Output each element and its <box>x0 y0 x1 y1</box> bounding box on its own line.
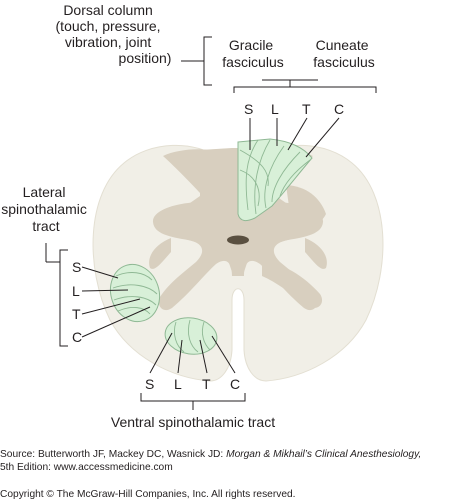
lateral-letter-c: C <box>72 329 82 345</box>
dorsal-letter-c: C <box>334 101 344 117</box>
dorsal-letter-l: L <box>271 101 279 117</box>
source-title: Morgan & Mikhail’s Clinical Anesthesiolo… <box>226 449 422 460</box>
gracile-label-1: Gracile <box>229 37 274 53</box>
dorsal-column-label-4: position) <box>119 50 172 66</box>
svg-text:Cuneate fasciculus: Cuneate fasciculus <box>313 37 374 70</box>
lateral-letter-t: T <box>72 306 81 322</box>
lateral-letter-l: L <box>72 283 80 299</box>
lateral-horn-right <box>305 238 327 269</box>
lateral-tract-label-2: spinothalamic <box>1 201 87 217</box>
gracile-label-2: fasciculus <box>222 54 283 70</box>
dorsal-letter-s: S <box>244 101 253 117</box>
svg-text:Lateral spinothalamic: Lateral spinothalamic tract <box>1 184 91 234</box>
dorsal-column-label-2: (touch, pressure, <box>56 18 161 34</box>
copyright-text: Copyright © The McGraw-Hill Companies, I… <box>0 489 296 500</box>
lateral-tract-label-1: Lateral <box>23 184 66 200</box>
central-canal <box>227 235 249 245</box>
dorsal-letter-t: T <box>302 101 311 117</box>
dorsal-column-label-1: Dorsal column <box>63 2 152 18</box>
lateral-horn-left <box>149 238 171 269</box>
cuneate-label-2: fasciculus <box>313 54 374 70</box>
ventral-letter-c: C <box>230 376 240 392</box>
ventral-letter-s: S <box>145 376 154 392</box>
svg-text:Dorsal column (touch, pres: Dorsal column (touch, pressure, vibratio… <box>56 2 172 66</box>
cuneate-label-1: Cuneate <box>316 37 369 53</box>
lateral-letter-s: S <box>72 259 81 275</box>
ventral-tract-label: Ventral spinothalamic tract <box>111 414 275 430</box>
ventral-horn-right <box>262 262 323 308</box>
svg-text:Gracile fasciculus: Gracile fasciculus <box>222 37 283 70</box>
ventral-letter-t: T <box>202 376 211 392</box>
lateral-spinothalamic-tract <box>109 263 161 323</box>
source-note: Source: Butterworth JF, Mackey DC, Wasni… <box>0 448 465 474</box>
copyright-note: Copyright © The McGraw-Hill Companies, I… <box>0 488 465 501</box>
dorsal-horn-right <box>286 185 326 229</box>
source-suffix: 5th Edition: www.accessmedicine.com <box>0 462 173 473</box>
source-prefix: Source: Butterworth JF, Mackey DC, Wasni… <box>0 449 227 460</box>
dorsal-column-label-3: vibration, joint <box>65 34 151 50</box>
lateral-tract-label-3: tract <box>32 218 59 234</box>
ventral-letter-l: L <box>174 376 182 392</box>
